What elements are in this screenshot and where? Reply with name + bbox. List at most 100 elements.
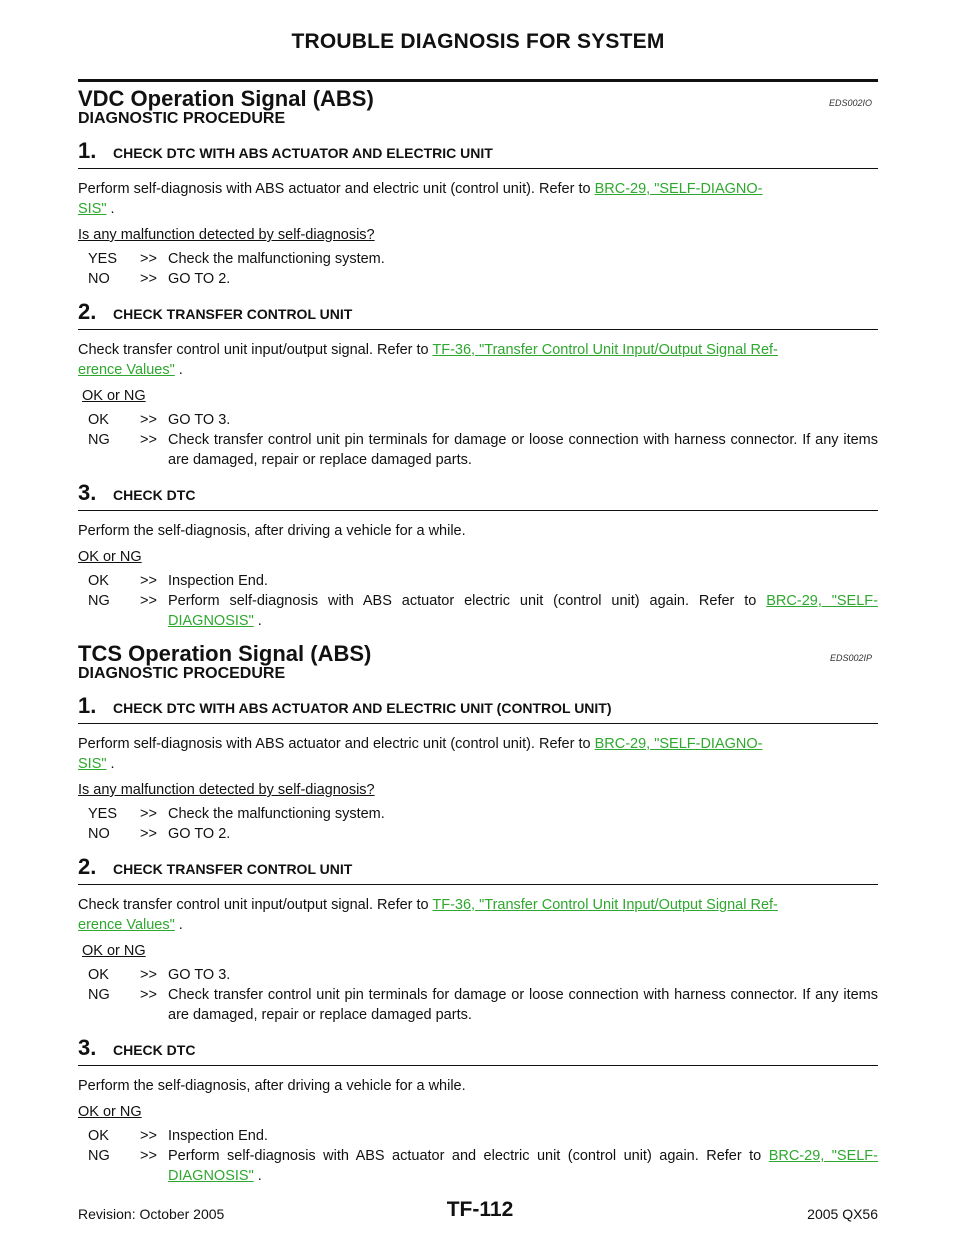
instruction-text: Perform self-diagnosis with ABS actuator… [78, 181, 595, 197]
answer-arrow: >> [140, 1148, 157, 1164]
answer-list: OK >> GO TO 3. NG >> Check transfer cont… [88, 410, 878, 470]
step-number: 3. [78, 480, 97, 505]
step-number: 1. [78, 138, 97, 163]
step-title: CHECK DTC WITH ABS ACTUATOR AND ELECTRIC… [113, 145, 493, 161]
reference-link-part-a: BRC-29, "SELF-DIAGNO- [594, 181, 763, 197]
section-title: VDC Operation Signal (ABS) [78, 86, 374, 111]
reference-link-part-b: erence Values" [78, 917, 175, 933]
step-instruction: Perform the self-diagnosis, after drivin… [78, 523, 466, 539]
answer-arrow: >> [140, 987, 157, 1003]
answer-arrow: >> [140, 271, 157, 287]
reference-link-part-a: TF-36, "Transfer Control Unit Input/Outp… [432, 897, 778, 913]
question-text: OK or NG [82, 943, 146, 959]
instruction-suffix: . [106, 201, 115, 217]
answer-arrow: >> [140, 806, 157, 822]
step-heading: 1. CHECK DTC WITH ABS ACTUATOR AND ELECT… [78, 138, 878, 169]
answer-text: Check the malfunctioning system. [168, 251, 385, 267]
answer-key: OK [88, 1128, 109, 1144]
answer-row: OK >> GO TO 3. [88, 965, 878, 985]
answer-text: GO TO 3. [168, 967, 231, 983]
step-instruction: Check transfer control unit input/output… [78, 340, 878, 380]
reference-link[interactable]: TF-36, "Transfer Control Unit Input/Outp… [78, 897, 778, 933]
step-instruction: Perform the self-diagnosis, after drivin… [78, 1078, 466, 1094]
answer-text: Check transfer control unit pin terminal… [168, 987, 878, 1023]
answer-row: NG >> Check transfer control unit pin te… [88, 985, 878, 1025]
answer-list: OK >> Inspection End. NG >> Perform self… [88, 571, 878, 631]
header-rule [78, 79, 878, 82]
step-title: CHECK TRANSFER CONTROL UNIT [113, 306, 353, 322]
instruction-text: Check transfer control unit input/output… [78, 897, 433, 913]
step-number: 2. [78, 299, 97, 324]
reference-link[interactable]: BRC-29, "SELF-DIAGNO- SIS" [78, 181, 763, 217]
step-heading: 3. CHECK DTC [78, 480, 878, 511]
section-title-row: VDC Operation Signal (ABS) EDS002IO [78, 86, 878, 112]
answer-text: Inspection End. [168, 1128, 268, 1144]
step-question: Is any malfunction detected by self-diag… [78, 780, 878, 800]
answer-text-suffix: . [253, 1168, 262, 1184]
answer-text: Check transfer control unit pin terminal… [168, 432, 878, 468]
answer-key: OK [88, 412, 109, 428]
answer-arrow: >> [140, 251, 157, 267]
section-code: EDS002IO [828, 98, 872, 108]
step-question: OK or NG [78, 386, 878, 406]
step-number: 3. [78, 1035, 97, 1060]
reference-link[interactable]: BRC-29, "SELF-DIAGNOSIS" [168, 1148, 878, 1184]
answer-key: YES [88, 806, 118, 822]
reference-link-part-b: SIS" [78, 756, 107, 772]
answer-row: OK >> GO TO 3. [88, 410, 878, 430]
step-instruction: Perform self-diagnosis with ABS actuator… [78, 734, 878, 774]
step-heading: 2. CHECK TRANSFER CONTROL UNIT [78, 854, 878, 885]
instruction-suffix: . [174, 917, 183, 933]
answer-arrow: >> [140, 593, 157, 609]
answer-row: NG >> Perform self-diagnosis with ABS ac… [88, 591, 878, 631]
section-subhead: DIAGNOSTIC PROCEDURE [78, 665, 286, 682]
answer-key: OK [88, 967, 109, 983]
step-question: OK or NG [78, 1102, 878, 1122]
answer-key: YES [88, 251, 118, 267]
answer-row: OK >> Inspection End. [88, 1126, 878, 1146]
answer-row: YES >> Check the malfunctioning system. [88, 249, 878, 269]
answer-key: OK [88, 573, 109, 589]
reference-link[interactable]: BRC-29, "SELF-DIAGNO-SIS" [78, 736, 763, 772]
answer-text: GO TO 3. [168, 412, 231, 428]
section-title: TCS Operation Signal (ABS) [78, 641, 372, 666]
answer-row: OK >> Inspection End. [88, 571, 878, 591]
reference-link-part-a: TF-36, "Transfer Control Unit Input/Outp… [432, 342, 778, 358]
section-tcs: TCS Operation Signal (ABS) EDS002IP DIAG… [78, 641, 878, 1186]
reference-link[interactable]: TF-36, "Transfer Control Unit Input/Outp… [78, 342, 778, 378]
reference-link[interactable]: BRC-29, "SELF-DIAGNOSIS" [168, 593, 878, 629]
question-text: OK or NG [82, 388, 146, 404]
answer-row: NG >> Check transfer control unit pin te… [88, 430, 878, 470]
footer-revision: Revision: October 2005 [78, 1206, 225, 1222]
question-text: Is any malfunction detected by self-diag… [78, 227, 375, 243]
answer-arrow: >> [140, 573, 157, 589]
answer-row: NG >> Perform self-diagnosis with ABS ac… [88, 1146, 878, 1186]
answer-text-suffix: . [253, 613, 262, 629]
step-number: 1. [78, 693, 97, 718]
answer-text-body: Perform self-diagnosis with ABS actuator… [168, 1148, 769, 1164]
answer-text: GO TO 2. [168, 271, 231, 287]
page-header-title: TROUBLE DIAGNOSIS FOR SYSTEM [291, 30, 665, 53]
answer-key: NG [88, 987, 110, 1003]
answer-key: NO [88, 826, 110, 842]
answer-list: YES >> Check the malfunctioning system. … [88, 249, 878, 289]
answer-row: NO >> GO TO 2. [88, 269, 878, 289]
step-question: OK or NG [78, 941, 878, 961]
answer-arrow: >> [140, 967, 157, 983]
section-subhead: DIAGNOSTIC PROCEDURE [78, 110, 286, 127]
section-code: EDS002IP [829, 653, 872, 663]
answer-arrow: >> [140, 826, 157, 842]
document-body: VDC Operation Signal (ABS) EDS002IO DIAG… [78, 86, 878, 1192]
step-title: CHECK DTC WITH ABS ACTUATOR AND ELECTRIC… [113, 700, 612, 716]
answer-key: NO [88, 271, 110, 287]
step-question: OK or NG [78, 547, 878, 567]
answer-text: Inspection End. [168, 573, 268, 589]
section-vdc: VDC Operation Signal (ABS) EDS002IO DIAG… [78, 86, 878, 631]
step-title: CHECK TRANSFER CONTROL UNIT [113, 861, 353, 877]
answer-arrow: >> [140, 1128, 157, 1144]
reference-link-part-b: SIS" [78, 201, 107, 217]
instruction-suffix: . [174, 362, 183, 378]
instruction-text: Perform self-diagnosis with ABS actuator… [78, 736, 595, 752]
answer-key: NG [88, 1148, 110, 1164]
answer-text-body: Perform self-diagnosis with ABS actuator… [168, 593, 767, 609]
